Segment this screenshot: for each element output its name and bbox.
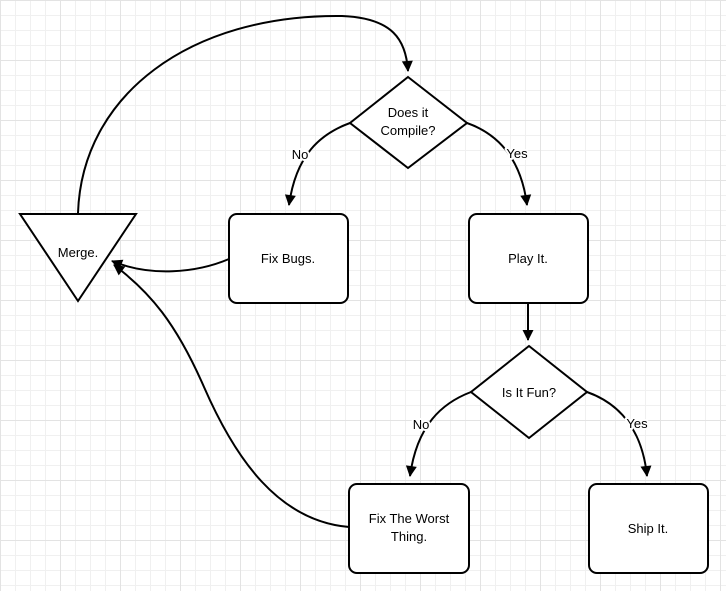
node-fix-bugs-rect — [228, 213, 349, 304]
edge-compile-yes-to-play-it — [466, 122, 532, 206]
node-play-it-rect — [468, 213, 589, 304]
edge-fun-yes-to-ship-it — [586, 391, 652, 477]
node-fix-bugs-label: Fix Bugs. — [261, 251, 315, 266]
node-merge-triangle — [18, 213, 138, 303]
node-fix-worst-rect — [348, 483, 470, 574]
edge-label-fun-yes: Yes — [626, 416, 648, 431]
node-ship-it-label: Ship It. — [628, 521, 668, 536]
node-does-it-compile-diamond — [348, 75, 469, 170]
edges — [77, 14, 652, 528]
node-ship-it-rect — [588, 483, 709, 574]
edge-label-fun-no: No — [413, 417, 430, 432]
node-merge-label: Merge. — [58, 245, 98, 260]
edge-merge-to-compile — [77, 14, 413, 214]
edge-label-compile-no: No — [292, 147, 309, 162]
node-is-it-fun-label: Is It Fun? — [502, 385, 556, 400]
edge-fun-no-to-fix-worst — [405, 391, 472, 477]
edge-fix-worst-to-merge — [113, 264, 350, 528]
edge-fix-bugs-to-merge — [111, 258, 230, 273]
nodes — [18, 75, 709, 574]
edge-labels: No Yes No Yes — [290, 144, 650, 434]
node-play-it-label: Play It. — [508, 251, 548, 266]
edge-compile-no-to-fix-bugs — [284, 122, 351, 206]
edge-label-compile-yes: Yes — [506, 146, 528, 161]
node-is-it-fun-diamond — [469, 344, 589, 440]
